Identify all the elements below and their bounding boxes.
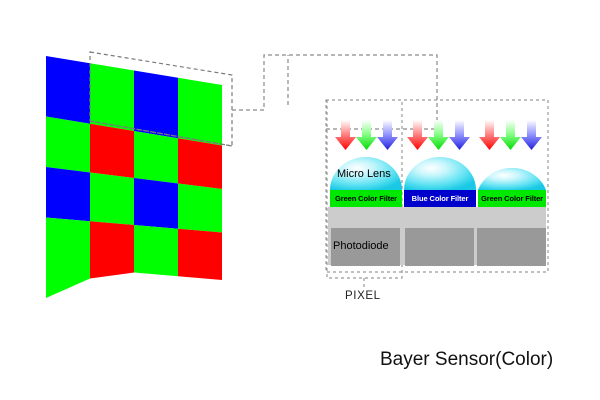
bayer-cell-r1c1 — [90, 123, 134, 178]
bayer-cell-r1c3 — [178, 138, 222, 189]
micro-lens-label: Micro Lens — [337, 168, 391, 180]
bayer-cell-r3c1 — [90, 221, 134, 279]
bayer-cell-r3c3 — [178, 228, 222, 280]
bayer-cell-r1c2 — [134, 131, 178, 184]
bayer-cell-r0c3 — [178, 77, 222, 146]
color-filter-label: Blue Color Filter — [411, 194, 469, 203]
bayer-cell-r1c0 — [46, 116, 90, 173]
color-filter-pixel-1: Blue Color Filter — [404, 190, 476, 207]
ray-green-icon — [428, 120, 449, 150]
micro-lens-domes — [330, 157, 546, 190]
color-filter-label: Green Color Filter — [481, 194, 543, 203]
ray-group-pixel-0 — [335, 120, 398, 150]
photodiode-pixel-2 — [477, 228, 546, 266]
ray-group-pixel-1 — [407, 120, 470, 150]
ray-green-icon — [356, 120, 377, 150]
ray-blue-icon — [521, 120, 542, 150]
micro-lens-pixel-1 — [404, 157, 476, 190]
photodiode-pixel-1 — [405, 228, 474, 266]
ray-blue-icon — [377, 120, 398, 150]
bayer-cell-r0c1 — [90, 63, 134, 131]
micro-lens-pixel-0 — [330, 157, 402, 190]
detail-panel-frame — [325, 99, 549, 273]
bayer-cell-r2c3 — [178, 183, 222, 233]
photodiode-label: Photodiode — [333, 240, 389, 252]
bayer-cell-r2c0 — [46, 167, 90, 222]
incoming-light-rays — [335, 120, 542, 150]
bayer-cell-r2c2 — [134, 178, 178, 229]
ray-red-icon — [479, 120, 500, 150]
pixel-bracket-label: PIXEL — [345, 290, 381, 302]
pixel-bracket — [326, 100, 403, 287]
bayer-cell-r0c2 — [134, 70, 178, 139]
color-filter-label: Green Color Filter — [335, 194, 397, 203]
bayer-cell-r3c0 — [46, 217, 90, 298]
bayer-mosaic — [46, 56, 222, 298]
ray-green-icon — [500, 120, 521, 150]
color-filter-pixel-2: Green Color Filter — [478, 190, 546, 207]
mosaic-selection-row-line — [89, 120, 233, 147]
callout-connector — [232, 54, 438, 130]
bayer-cell-r0c0 — [46, 56, 90, 124]
bayer-cell-r2c1 — [90, 172, 134, 225]
ray-group-pixel-2 — [479, 120, 542, 150]
ray-red-icon — [335, 120, 356, 150]
color-filter-pixel-0: Green Color Filter — [330, 190, 402, 207]
photodiode-pixel-0 — [331, 228, 400, 266]
ray-blue-icon — [449, 120, 470, 150]
bayer-cell-r3c2 — [134, 225, 178, 277]
micro-lens-pixel-2 — [478, 167, 546, 190]
figure-title: Bayer Sensor(Color) — [380, 349, 554, 370]
ray-red-icon — [407, 120, 428, 150]
